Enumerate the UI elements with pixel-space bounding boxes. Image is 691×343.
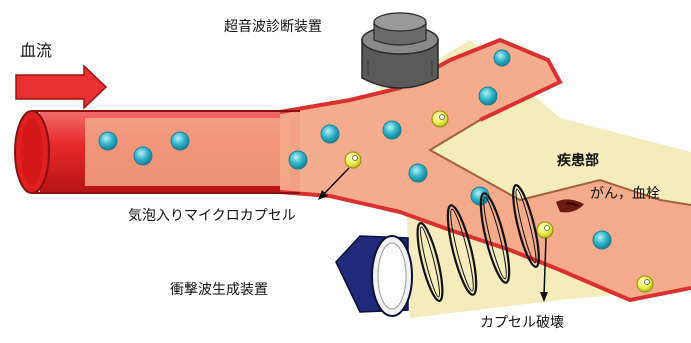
flow-label: 血流 [20,37,52,61]
cancer-thrombus-label: がん，血栓 [590,183,660,203]
ultrasound-probe-label: 超音波診断装置 [224,16,322,36]
microcapsule-label: 気泡入りマイクロカプセル [128,205,296,225]
shockwave-generator-icon [336,236,412,316]
ultrasound-probe-icon [362,13,438,88]
shockwave-generator-label: 衝撃波生成装置 [170,279,268,299]
flow-arrow [16,66,106,108]
lesion-label: 疾患部 [557,150,599,170]
capsule-rupture-label: カプセル破壊 [480,312,564,332]
